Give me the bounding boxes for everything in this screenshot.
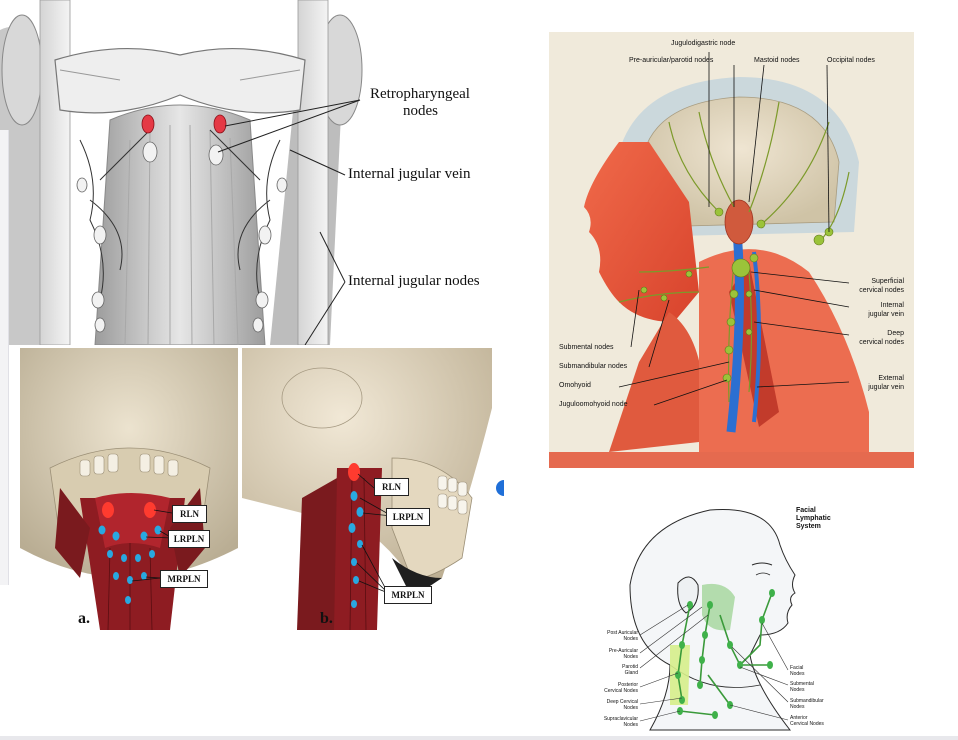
label-retropharyngeal: Retropharyngeal (370, 86, 470, 102)
label-mastoid-nodes: Mastoid nodes (754, 57, 800, 64)
label-deep: Deep (887, 330, 904, 337)
panel-b-label-rln: RLN (374, 478, 409, 496)
label-posterior: Posterior (617, 682, 638, 688)
label-post-auricular: Post Auricular (607, 630, 638, 636)
label-deep-cervical: Deep Cervical (606, 699, 638, 705)
panel-a-label-lrpln: LRPLN (168, 530, 210, 548)
facial-title-line1: Facial (796, 507, 816, 514)
label-jugulo-omohyoid-node: Juguloomohyoid node (559, 401, 628, 408)
label-internal-jugular-vein: Internal jugular vein (348, 166, 471, 182)
label-supraclavicular-nodes: Nodes (623, 722, 638, 728)
facial-lymphatic-drawing (629, 508, 796, 731)
label-facial: Facial (790, 665, 804, 671)
bottom-scrollbar[interactable] (0, 736, 958, 740)
label-superficial-cervical-nodes: cervical nodes (859, 287, 904, 294)
panel-a-posterior-skull: RLN LRPLN MRPLN a. (20, 348, 238, 630)
facial-title-line2: Lymphatic (796, 515, 831, 522)
label-parotid-gland: Gland (624, 670, 638, 676)
label-pre-auricular-nodes: Nodes (623, 654, 638, 660)
panel-b-label-mrpln: MRPLN (384, 586, 432, 604)
label-internal-jugular-nodes: Internal jugular nodes (348, 273, 480, 289)
label-omohyoid: Omohyoid (559, 382, 591, 389)
label-pre-auricular: Pre-Auricular (608, 648, 638, 654)
label-anterior-cervical-nodes: Cervical Nodes (790, 721, 824, 727)
label-submental: Submental (790, 681, 814, 687)
label-deep-cervical-nodes-face: Nodes (623, 705, 638, 711)
panel-a-label-rln: RLN (172, 505, 207, 523)
carousel-indicator[interactable] (496, 480, 504, 496)
label-submandibular: Submandibular (790, 698, 824, 704)
facial-title-line3: System (796, 523, 821, 530)
label-supraclavicular: Supraclavicular (603, 716, 638, 722)
label-posterior-cervical-nodes: Cervical Nodes (604, 688, 638, 694)
panel-b-letter: b. (320, 610, 333, 627)
head-neck-drawing (549, 52, 914, 468)
label-internal-jugular-vein-right: jugular vein (868, 311, 904, 318)
label-superficial: Superficial (871, 278, 904, 285)
label-retropharyngeal-nodes: nodes (403, 103, 438, 119)
label-external: External (878, 375, 904, 382)
label-post-auricular-nodes: Nodes (623, 636, 638, 642)
label-submandibular-nodes-face: Nodes (790, 704, 805, 710)
label-anterior: Anterior (790, 715, 808, 721)
label-submental-nodes-face: Nodes (790, 687, 805, 693)
panel-b-drawing (242, 348, 492, 630)
facial-lymphatic-illustration: Facial Lymphatic System Post Auricular N… (590, 505, 860, 733)
left-edge-scroll-tab[interactable] (0, 130, 9, 585)
panel-a-label-mrpln: MRPLN (160, 570, 208, 588)
label-pre-auricular-parotid-nodes: Pre-auricular/parotid nodes (629, 57, 714, 64)
panel-a-letter: a. (78, 610, 90, 627)
label-submandibular-nodes: Submandibular nodes (559, 363, 628, 370)
label-jugulodigastric-node: Jugulodigastric node (671, 40, 736, 47)
label-parotid: Parotid (622, 664, 638, 670)
label-occipital-nodes: Occipital nodes (827, 57, 875, 64)
panel-b-label-lrpln: LRPLN (386, 508, 430, 526)
label-submental-nodes: Submental nodes (559, 344, 614, 351)
label-external-jugular-vein: jugular vein (868, 384, 904, 391)
head-neck-lymph-illustration: Jugulodigastric node Pre-auricular/parot… (549, 32, 914, 468)
label-deep-cervical-nodes: cervical nodes (859, 339, 904, 346)
panel-b-lateral-skull: RLN LRPLN MRPLN b. (242, 348, 492, 630)
label-facial-nodes: Nodes (790, 671, 805, 677)
posterior-neck-illustration: Retropharyngeal nodes Internal jugular v… (0, 0, 500, 345)
posterior-neck-drawing (0, 0, 500, 345)
label-internal: Internal (880, 302, 904, 309)
